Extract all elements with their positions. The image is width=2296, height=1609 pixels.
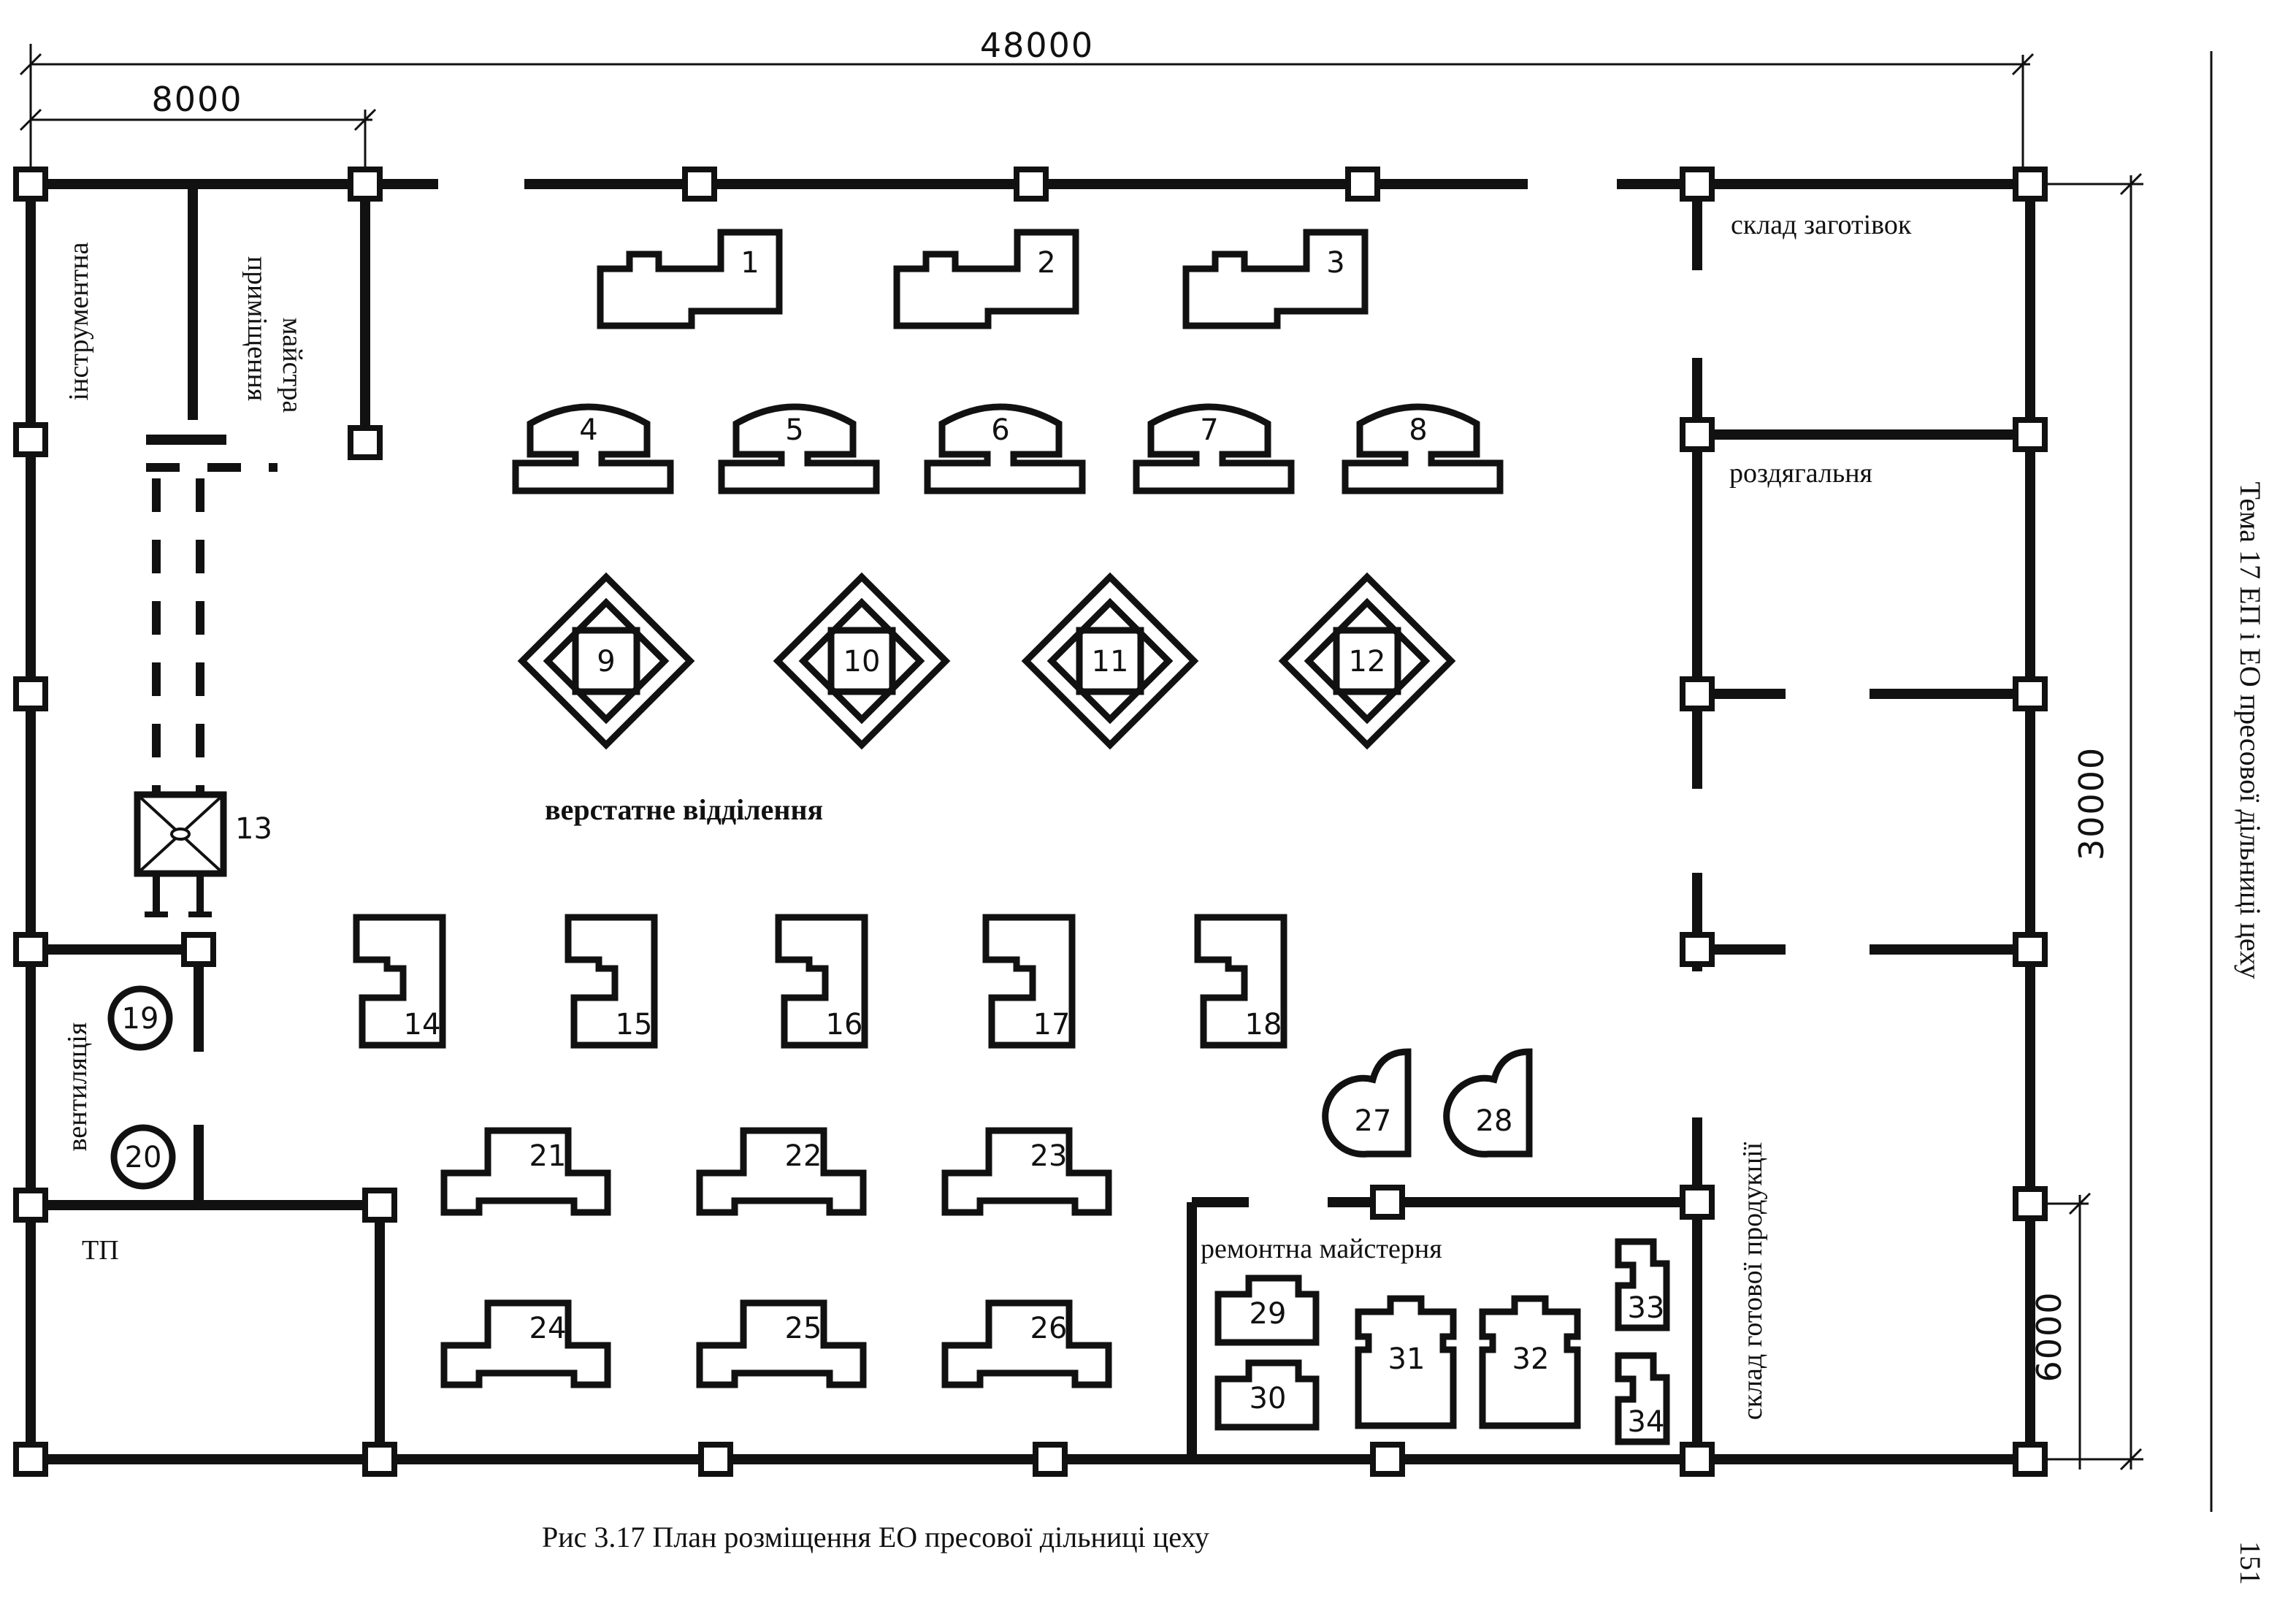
equipment-12: 12 (1278, 572, 1456, 750)
svg-text:7: 7 (1200, 413, 1218, 447)
equipment-5: 5 (718, 403, 880, 494)
equipment-33: 33 (1615, 1238, 1670, 1331)
svg-text:20: 20 (125, 1141, 162, 1174)
label-master-room-1: приміщення (242, 256, 272, 402)
equipment-32: 32 (1479, 1295, 1581, 1429)
equipment-26: 26 (941, 1299, 1112, 1388)
svg-text:4: 4 (579, 413, 597, 447)
svg-text:26: 26 (1030, 1312, 1068, 1345)
svg-text:28: 28 (1476, 1104, 1513, 1138)
svg-text:17: 17 (1033, 1008, 1071, 1042)
label-finished-store: склад готової продукції (1737, 1142, 1768, 1420)
label-master-room-2: майстра (277, 318, 307, 413)
svg-text:16: 16 (826, 1008, 863, 1042)
equipment-30: 30 (1214, 1359, 1320, 1431)
dim-left-bay: 8000 (151, 80, 242, 119)
equipment-25: 25 (696, 1299, 867, 1388)
equipment-6: 6 (924, 403, 1086, 494)
svg-text:19: 19 (122, 1002, 159, 1036)
equipment-4: 4 (512, 403, 674, 494)
equipment-16: 16 (775, 914, 868, 1049)
equipment-24: 24 (440, 1299, 611, 1388)
svg-text:1: 1 (741, 246, 759, 280)
equipment-19: 19 (107, 985, 173, 1051)
equipment-1: 1 (597, 229, 783, 329)
svg-text:23: 23 (1030, 1139, 1068, 1173)
svg-text:29: 29 (1250, 1297, 1287, 1331)
svg-text:18: 18 (1245, 1008, 1282, 1042)
equipment-13: 13 (134, 791, 272, 917)
equipment-17: 17 (982, 914, 1076, 1049)
label-tool-room: інструментна (64, 242, 94, 400)
svg-text:11: 11 (1092, 645, 1129, 679)
svg-text:15: 15 (616, 1008, 653, 1042)
equipment-23: 23 (941, 1127, 1112, 1216)
equipment-18: 18 (1194, 914, 1287, 1049)
figure-caption: Рис 3.17 План розміщення ЕО пресової діл… (542, 1521, 1209, 1553)
svg-text:8: 8 (1409, 413, 1427, 447)
svg-text:34: 34 (1628, 1405, 1665, 1439)
svg-text:33: 33 (1628, 1291, 1665, 1325)
label-changing-room: роздягальня (1729, 458, 1872, 489)
equipment-9: 9 (517, 572, 695, 750)
dimension-lines (19, 44, 2143, 1471)
page-number: 151 (2234, 1541, 2267, 1585)
equipment-34: 34 (1615, 1352, 1670, 1445)
equipment-10: 10 (773, 572, 951, 750)
equipment-29: 29 (1214, 1274, 1320, 1346)
svg-text:27: 27 (1355, 1104, 1392, 1138)
dim-total-width: 48000 (980, 26, 1094, 65)
svg-text:21: 21 (529, 1139, 567, 1173)
svg-text:24: 24 (529, 1312, 567, 1345)
walls (26, 179, 2035, 1464)
columns (13, 167, 2048, 1477)
equipment-8: 8 (1342, 403, 1504, 494)
svg-text:22: 22 (785, 1139, 822, 1173)
equipment-28: 28 (1443, 1048, 1533, 1158)
equipment-21: 21 (440, 1127, 611, 1216)
equipment-31: 31 (1355, 1295, 1457, 1429)
running-header: Тема 17 ЕП і ЕО пресової дільниці цеху (2234, 482, 2267, 979)
equipment-15: 15 (565, 914, 658, 1049)
svg-text:10: 10 (843, 645, 881, 679)
svg-text:9: 9 (597, 645, 615, 679)
equipment-27: 27 (1322, 1048, 1412, 1158)
dim-bottom-bay: 6000 (2029, 1291, 2069, 1382)
equipment-3: 3 (1182, 229, 1369, 329)
svg-text:32: 32 (1512, 1342, 1550, 1376)
label-ventilation: вентиляція (62, 1023, 93, 1152)
label-machine-department: верстатне відділення (545, 793, 823, 826)
equipment-20: 20 (110, 1124, 176, 1190)
svg-text:31: 31 (1388, 1342, 1426, 1376)
svg-text:12: 12 (1349, 645, 1386, 679)
equipment-2: 2 (893, 229, 1079, 329)
dim-total-height: 30000 (2072, 746, 2111, 860)
svg-text:13: 13 (235, 812, 272, 846)
svg-text:30: 30 (1250, 1382, 1287, 1415)
svg-text:3: 3 (1326, 246, 1344, 280)
equipment-22: 22 (696, 1127, 867, 1216)
svg-text:6: 6 (991, 413, 1009, 447)
equipment-7: 7 (1133, 403, 1295, 494)
svg-text:25: 25 (785, 1312, 822, 1345)
svg-text:14: 14 (404, 1008, 441, 1042)
equipment-14: 14 (353, 914, 446, 1049)
svg-text:5: 5 (785, 413, 803, 447)
equipment-11: 11 (1021, 572, 1199, 750)
svg-text:2: 2 (1037, 246, 1055, 280)
label-transformer: ТП (82, 1235, 119, 1266)
label-repair-shop: ремонтна майстерня (1201, 1234, 1442, 1264)
label-blank-store: склад заготівок (1731, 210, 1912, 240)
